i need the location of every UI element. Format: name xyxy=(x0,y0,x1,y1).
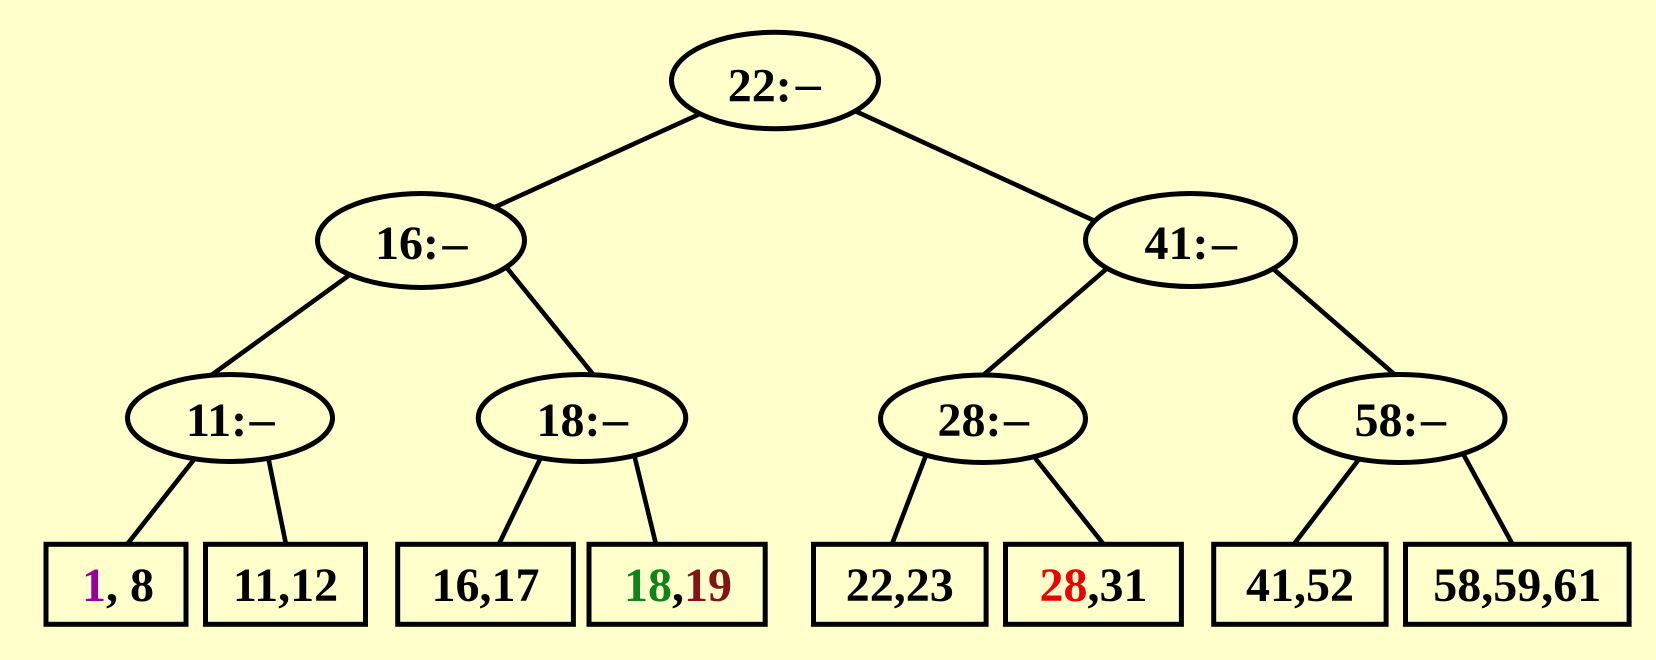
svg-text:11,12: 11,12 xyxy=(233,559,338,612)
svg-text:1, 8: 1, 8 xyxy=(82,559,154,612)
svg-text:58:–: 58:– xyxy=(1355,393,1447,447)
svg-text:11:–: 11:– xyxy=(186,393,275,447)
svg-text:22,23: 22,23 xyxy=(846,559,954,612)
svg-text:28:–: 28:– xyxy=(938,393,1030,447)
svg-text:28,31: 28,31 xyxy=(1040,559,1148,612)
svg-text:41:–: 41:– xyxy=(1145,217,1238,270)
svg-text:18,19: 18,19 xyxy=(624,559,732,612)
svg-text:18:–: 18:– xyxy=(537,393,629,447)
svg-text:41,52: 41,52 xyxy=(1246,559,1354,612)
svg-text:16:–: 16:– xyxy=(375,217,468,270)
svg-text:58,59,61: 58,59,61 xyxy=(1433,559,1601,612)
svg-text:16,17: 16,17 xyxy=(432,559,540,612)
svg-text:22:–: 22:– xyxy=(728,58,821,113)
